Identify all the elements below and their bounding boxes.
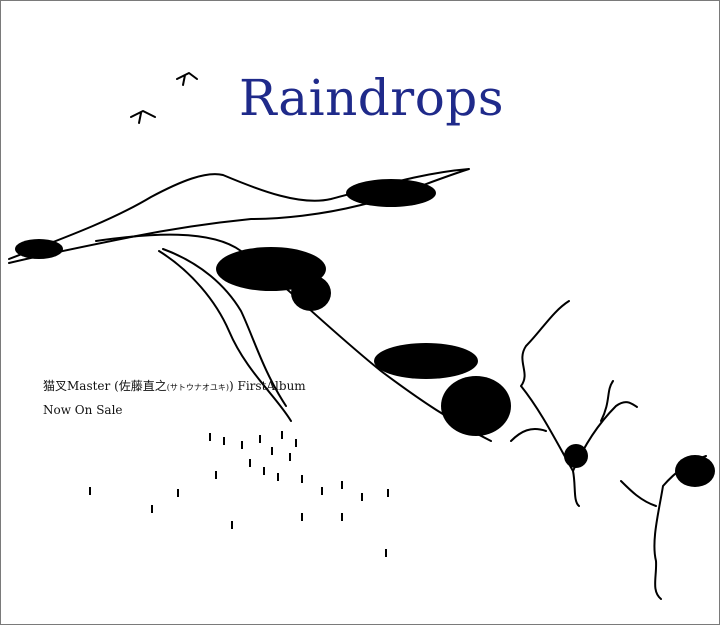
tree-cluster: [291, 275, 331, 311]
tree-trunk-1: [510, 300, 638, 507]
tree-cluster: [15, 239, 63, 259]
tree-cluster: [346, 179, 436, 207]
mountain-ridge: [8, 168, 470, 264]
tree-cluster: [441, 376, 511, 436]
artist-reading: (サトウナオユキ): [166, 383, 230, 392]
road-right-edge: [162, 248, 287, 407]
artist-line: 猫叉Master (佐藤直之(サトウナオユキ)) FirstAlbum: [43, 377, 306, 394]
tree-cluster: [564, 444, 588, 468]
field-tufts: [89, 431, 389, 557]
artist-name: 猫叉Master (佐藤直之: [43, 379, 167, 393]
bird-icon: [130, 110, 156, 124]
tree-cluster: [675, 455, 715, 487]
album-title: Raindrops: [239, 69, 504, 127]
bird-icon: [176, 72, 198, 86]
road-left-edge: [158, 250, 292, 422]
tree-cluster: [374, 343, 478, 379]
album-descriptor: ) FirstAlbum: [229, 379, 306, 393]
sale-status: Now On Sale: [43, 403, 123, 417]
